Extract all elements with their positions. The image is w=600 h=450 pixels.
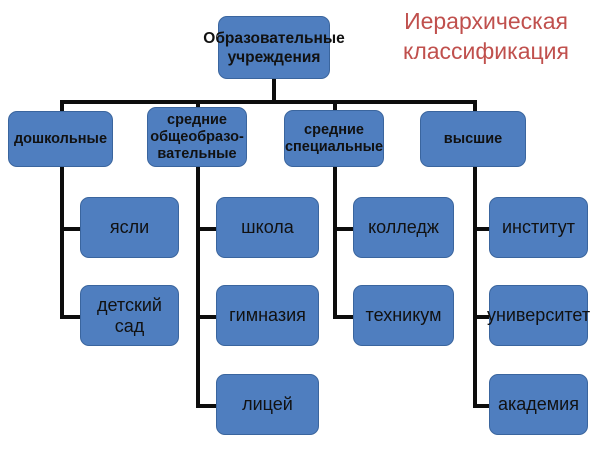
connector-stub-technical-school — [333, 315, 357, 319]
node-gymnasium[interactable]: гимназия — [216, 285, 319, 346]
node-gymnasium-label: гимназия — [229, 305, 306, 325]
node-institute-label: институт — [502, 217, 575, 237]
node-specialized-secondary[interactable]: средние специальные — [284, 110, 384, 167]
node-kindergarten[interactable]: детский сад — [80, 285, 179, 346]
connector-level1-bus — [60, 100, 477, 104]
node-preschool[interactable]: дошкольные — [8, 111, 113, 167]
node-college[interactable]: колледж — [353, 197, 454, 258]
node-general-secondary[interactable]: средние общеобразо- вательные — [147, 107, 247, 167]
node-specialized-secondary-label: средние специальные — [284, 121, 384, 155]
node-general-secondary-label: средние общеобразо- вательные — [150, 111, 244, 162]
connector-root-stem — [272, 78, 276, 102]
node-academy-label: академия — [498, 394, 579, 414]
node-lyceum-label: лицей — [242, 394, 293, 414]
connector-trunk-preschool — [60, 166, 64, 319]
node-kindergarten-label: детский сад — [97, 294, 162, 336]
connector-stub-school — [196, 227, 220, 231]
node-university-label: университет — [486, 305, 591, 325]
connector-stub-gymnasium — [196, 315, 220, 319]
node-technical-school-label: техникум — [365, 305, 442, 325]
node-root-label: Образовательные учреждения — [203, 29, 345, 66]
connector-stub-nursery — [60, 227, 84, 231]
node-institute[interactable]: институт — [489, 197, 588, 258]
connector-trunk-specialized-secondary — [333, 166, 337, 319]
connector-stub-academy — [473, 404, 493, 408]
node-higher[interactable]: высшие — [420, 111, 526, 167]
connector-trunk-general-secondary — [196, 166, 200, 408]
node-university[interactable]: университет — [486, 285, 591, 346]
node-higher-label: высшие — [443, 130, 503, 147]
node-nursery[interactable]: ясли — [80, 197, 179, 258]
node-school[interactable]: школа — [216, 197, 319, 258]
connector-drop-preschool — [60, 100, 64, 112]
node-nursery-label: ясли — [109, 217, 150, 237]
connector-stub-university — [473, 315, 493, 319]
connector-drop-higher — [473, 100, 477, 112]
node-lyceum[interactable]: лицей — [216, 374, 319, 435]
connector-drop-general-secondary — [196, 100, 200, 108]
connector-trunk-higher — [473, 166, 477, 408]
node-root[interactable]: Образовательные учреждения — [203, 16, 345, 79]
connector-stub-college — [333, 227, 357, 231]
diagram-title: Иерархическая классификация — [403, 8, 569, 64]
node-school-label: школа — [241, 217, 294, 237]
node-academy[interactable]: академия — [489, 374, 588, 435]
connector-stub-kindergarten — [60, 315, 84, 319]
connector-stub-lyceum — [196, 404, 220, 408]
node-preschool-label: дошкольные — [13, 130, 108, 147]
node-college-label: колледж — [368, 217, 439, 237]
connector-drop-specialized-secondary — [333, 100, 337, 110]
node-technical-school[interactable]: техникум — [353, 285, 454, 346]
connector-stub-institute — [473, 227, 493, 231]
